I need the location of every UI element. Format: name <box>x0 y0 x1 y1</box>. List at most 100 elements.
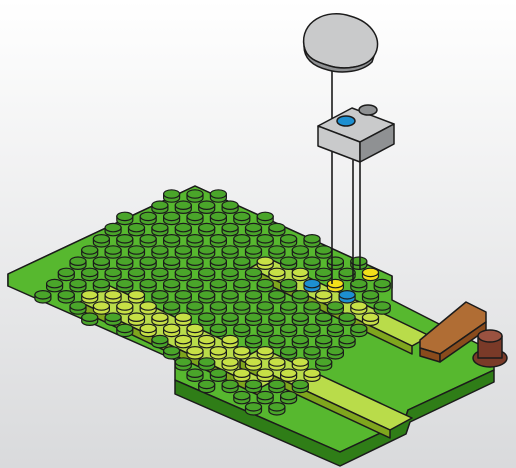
stud <box>152 268 168 280</box>
stud-top <box>281 302 297 310</box>
stud <box>129 246 145 258</box>
stud-top <box>82 246 98 254</box>
stud <box>234 302 250 314</box>
stud-top <box>234 369 250 377</box>
stud-top <box>246 246 262 254</box>
stud-top <box>316 313 332 321</box>
stud-top <box>152 268 168 276</box>
stud <box>140 212 156 224</box>
stud <box>234 235 250 247</box>
stud <box>281 257 297 269</box>
stud-top <box>164 347 180 355</box>
stud <box>152 313 168 325</box>
stud <box>246 358 262 370</box>
stud-top <box>82 313 98 321</box>
stud-top <box>129 291 145 299</box>
stud <box>269 403 285 415</box>
stud-top <box>246 268 262 276</box>
stud <box>152 246 168 258</box>
stud-top <box>117 257 133 265</box>
stud <box>210 257 226 269</box>
stud-top <box>175 246 191 254</box>
stud <box>234 391 250 403</box>
stud <box>187 279 203 291</box>
stud-top <box>175 223 191 231</box>
stud-top <box>316 335 332 343</box>
stud <box>187 302 203 314</box>
stud-top <box>351 302 367 310</box>
stud <box>199 335 215 347</box>
stud-top <box>117 302 133 310</box>
stud-top <box>246 358 262 366</box>
stud-top <box>93 279 109 287</box>
stud-top <box>93 257 109 265</box>
stud-top <box>304 324 320 332</box>
stud <box>246 291 262 303</box>
stud-top <box>222 201 238 209</box>
stud-top <box>234 302 250 310</box>
stud-top <box>257 302 273 310</box>
stud-top <box>222 335 238 343</box>
stud-top <box>339 335 355 343</box>
stud-top <box>363 313 379 321</box>
stud-top <box>304 279 320 287</box>
stud <box>281 391 297 403</box>
stud-top <box>210 257 226 265</box>
stud <box>58 291 74 303</box>
stud-top <box>292 246 308 254</box>
stud-top <box>187 324 203 332</box>
stud-top <box>175 335 191 343</box>
stud <box>82 268 98 280</box>
stud <box>257 347 273 359</box>
stud <box>93 302 109 314</box>
stud <box>152 201 168 213</box>
stud-top <box>93 302 109 310</box>
stud-top <box>222 246 238 254</box>
stud <box>316 313 332 325</box>
stud <box>199 313 215 325</box>
stud <box>199 268 215 280</box>
stud <box>304 257 320 269</box>
stud <box>175 246 191 258</box>
stud-top <box>199 223 215 231</box>
stud <box>140 279 156 291</box>
stud-top <box>140 279 156 287</box>
stud-top <box>117 235 133 243</box>
stud-top <box>152 223 168 231</box>
stud-top <box>199 358 215 366</box>
stud-top <box>292 380 308 388</box>
stud <box>292 246 308 258</box>
stud <box>175 291 191 303</box>
stud <box>222 358 238 370</box>
stud <box>222 201 238 213</box>
stud-top <box>327 324 343 332</box>
stud-top <box>187 235 203 243</box>
stud <box>246 380 262 392</box>
stud-top <box>164 324 180 332</box>
stud-top <box>257 212 273 220</box>
stud-top <box>351 324 367 332</box>
stud-top <box>234 347 250 355</box>
stud-top <box>199 268 215 276</box>
stud <box>117 212 133 224</box>
stud-top <box>246 313 262 321</box>
stud <box>269 358 285 370</box>
stud <box>129 291 145 303</box>
stud <box>175 201 191 213</box>
brick-stud-gray <box>359 105 377 115</box>
stud-top <box>222 380 238 388</box>
stud-top <box>152 246 168 254</box>
stud-top <box>281 235 297 243</box>
stud-top <box>35 291 51 299</box>
stud-top <box>129 246 145 254</box>
stud <box>117 324 133 336</box>
stud <box>164 190 180 202</box>
stud-top <box>70 257 86 265</box>
stud <box>105 223 121 235</box>
stud <box>93 235 109 247</box>
stud <box>140 302 156 314</box>
stud-top <box>140 235 156 243</box>
stud <box>175 313 191 325</box>
stud-top <box>140 302 156 310</box>
